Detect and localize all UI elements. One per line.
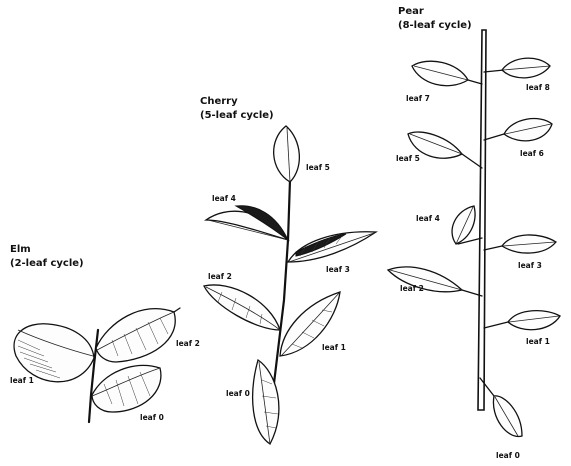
elm-plant: Elm (2-leaf cycle) leaf 1 leaf 2 leaf 0 <box>10 244 200 422</box>
pear-label-leaf-0: leaf 0 <box>496 451 520 460</box>
pear-plant: Pear (8-leaf cycle) <box>388 6 560 460</box>
pear-leaf-6 <box>484 119 552 141</box>
pear-label-leaf-3: leaf 3 <box>518 261 542 270</box>
cherry-leaf-5 <box>274 126 300 182</box>
pear-leaf-1 <box>484 311 560 330</box>
pear-label-leaf-1: leaf 1 <box>526 337 550 346</box>
cherry-leaf-2 <box>204 285 280 330</box>
pear-label-leaf-4: leaf 4 <box>416 214 440 223</box>
elm-leaf-2 <box>96 308 180 362</box>
elm-name: Elm <box>10 244 31 255</box>
elm-stem <box>89 330 98 422</box>
cherry-label-leaf-0: leaf 0 <box>226 389 250 398</box>
cherry-plant: Cherry (5-leaf cycle) <box>200 96 376 444</box>
pear-cycle: (8-leaf cycle) <box>398 20 472 31</box>
elm-label-leaf-0: leaf 0 <box>140 413 164 422</box>
cherry-label-leaf-3: leaf 3 <box>326 265 350 274</box>
pear-name: Pear <box>398 6 424 17</box>
elm-label-leaf-1: leaf 1 <box>10 376 34 385</box>
pear-label-leaf-8: leaf 8 <box>526 83 550 92</box>
cherry-label-leaf-4: leaf 4 <box>212 194 236 203</box>
pear-leaf-3 <box>484 235 556 253</box>
pear-stem <box>478 30 486 410</box>
pear-label-leaf-2: leaf 2 <box>400 284 424 293</box>
pear-label-leaf-5: leaf 5 <box>396 154 420 163</box>
cherry-cycle: (5-leaf cycle) <box>200 110 274 121</box>
pear-leaf-0 <box>480 378 522 436</box>
pear-label-leaf-7: leaf 7 <box>406 94 430 103</box>
cherry-label-leaf-5: leaf 5 <box>306 163 330 172</box>
cherry-label-leaf-1: leaf 1 <box>322 343 346 352</box>
cherry-label-leaf-2: leaf 2 <box>208 272 232 281</box>
pear-leaf-8 <box>484 58 550 78</box>
pear-leaf-7 <box>412 61 482 86</box>
cherry-name: Cherry <box>200 96 238 107</box>
pear-leaf-4 <box>452 206 482 244</box>
elm-leaf-0 <box>92 366 161 412</box>
pear-label-leaf-6: leaf 6 <box>520 149 544 158</box>
elm-leaf-1 <box>14 324 94 382</box>
elm-label-leaf-2: leaf 2 <box>176 339 200 348</box>
cherry-leaf-3 <box>288 232 376 262</box>
cherry-leaf-4 <box>206 206 288 240</box>
elm-cycle: (2-leaf cycle) <box>10 258 84 269</box>
